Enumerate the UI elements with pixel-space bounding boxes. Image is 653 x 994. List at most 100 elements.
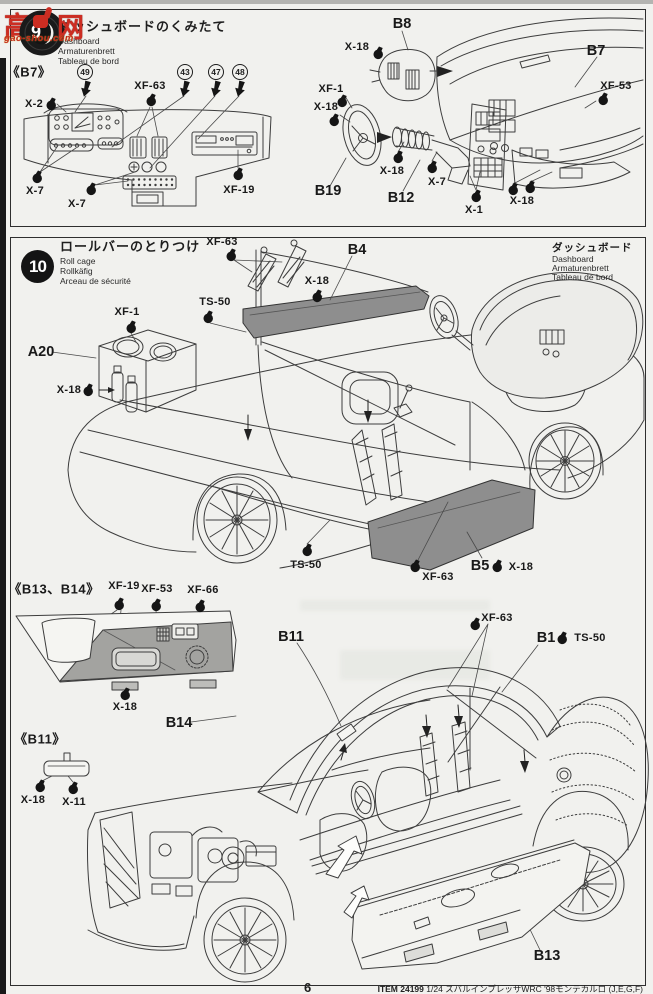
paint-bottle-icon [507,182,520,196]
paint-label-XF-63: XF-63 [134,80,166,92]
paint-bottle-icon [85,182,98,196]
print-bleed-smudge [300,600,490,611]
footer-item-number: ITEM 24199 [377,984,424,994]
watermark-char-right: 网 [57,13,84,43]
step9-header: ダッシュボードのくみたて Dashboard Armaturenbrett Ta… [58,16,227,65]
part-label-B11: B11 [278,629,304,645]
paint-bottle-icon [491,559,504,573]
print-bleed-smudge [340,650,490,680]
b5-door-panel [367,479,536,571]
step9-title-fr: Tableau de bord [58,55,119,66]
leader-lines [39,30,598,192]
paint-label-TS-50: TS-50 [199,296,231,308]
step10-title-fr: Arceau de sécurité [60,275,131,286]
paint-label-TS-50: TS-50 [290,559,322,571]
scan-edge-top [0,0,653,4]
footer-item-text: ITEM 24199 1/24 スバルインプレッサWRC '98モンテカルロ (… [378,983,643,994]
paint-bottle-icon [150,598,163,612]
paint-label-XF-63: XF-63 [206,236,238,248]
steering-wheel-install-illustration [429,295,474,351]
paint-label-X-7: X-7 [25,185,45,197]
b7-dashboard-3d-illustration [436,17,644,169]
part-label-B8: B8 [392,16,412,32]
step10-panel-border [10,237,646,986]
body-shell-illustration [86,667,649,951]
decal-number-47: 47 [208,64,224,80]
part-label-B5: B5 [470,558,490,574]
paint-bottle-icon [31,170,44,184]
paint-bottle-icon [301,543,314,557]
decal-arrow-icon [79,80,94,98]
watermark-tire-icon [19,5,65,68]
paint-label-XF-1: XF-1 [114,306,140,318]
step10-header: ロールバーのとりつけ Roll cage Rollkäfig Arceau de… [60,236,200,285]
a20-part-illustration [98,329,197,413]
paint-bottle-icon [232,167,245,181]
part-label-B19: B19 [314,183,342,199]
dashboard-note-ja: ダッシュボード [552,242,633,254]
part-label-B4: B4 [347,242,367,258]
paint-bottle-icon [34,779,47,793]
step10-title-de: Rollkäfig [60,265,93,276]
dashboard-install-illustration [470,271,644,399]
paint-bottle-icon [328,113,341,127]
paint-bottle-icon [409,559,422,573]
decal-number-49: 49 [77,64,93,80]
paint-label-X-18: X-18 [112,701,138,713]
paint-label-X-2: X-2 [24,98,44,110]
wheel-rear-right-illustration [528,422,602,500]
paint-label-X-18: X-18 [304,275,330,287]
paint-bottle-icon [225,248,238,262]
step10-number-badge: 10 [21,250,54,283]
paint-bottle-icon [336,94,349,108]
paint-label-X-18: X-18 [344,41,370,53]
step10-title-en: Roll cage [60,255,96,266]
part-label-B12: B12 [387,190,415,206]
paint-bottle-icon [119,687,132,701]
paint-label-X-18: X-18 [56,384,82,396]
dashboard-note: ダッシュボード Dashboard Armaturenbrett Tableau… [552,240,633,282]
paint-bottle-icon [524,180,537,194]
inset-header-《B13、B14》: 《B13、B14》 [8,581,100,597]
step10-title-ja: ロールバーのとりつけ [60,239,201,254]
decal-number-43: 43 [177,64,193,80]
part-label-B7: B7 [586,43,606,59]
paint-bottle-icon [145,93,158,107]
paint-label-X-18: X-18 [509,195,535,207]
paint-label-TS-50: TS-50 [574,632,606,644]
paint-label-XF-63: XF-63 [481,612,513,624]
paint-label-X-18: X-18 [313,101,339,113]
inset-header-《B7》: 《B7》 [6,64,52,80]
paint-bottle-icon [311,289,324,303]
step9-panel-border [10,9,646,227]
mirror-inset-illustration [43,752,90,777]
paint-bottle-icon [470,189,483,203]
paint-bottle-icon [392,150,405,164]
paint-bottle-icon [45,97,58,111]
paint-label-X-18: X-18 [379,165,405,177]
paint-bottle-icon [372,46,385,60]
door-panel-inset-illustration [15,610,237,691]
dashboard-note-en: Dashboard [552,254,594,264]
footer-item-title: 1/24 スバルインプレッサWRC '98モンテカルロ (J,E,G,F) [426,984,643,994]
step9-title-ja: ダッシュボードのくみたて [58,19,227,34]
watermark: 高 网 gao-shou.com [2,3,92,65]
paint-label-XF-19: XF-19 [108,580,140,592]
paint-bottle-icon [125,320,138,334]
paint-label-XF-66: XF-66 [187,584,219,596]
paint-label-XF-1: XF-1 [318,83,344,95]
part-label-B1: B1 [536,630,556,646]
paint-bottle-icon [556,631,569,645]
b13-side-panel-illustration [325,835,591,970]
step9-title-en: Dashboard [58,35,100,46]
extinguisher-bottles-illustration [98,365,138,413]
paint-bottle-icon [82,383,95,397]
dashboard-note-de: Armaturenbrett [552,263,609,273]
page-number: 6 [304,980,312,994]
paint-label-XF-53: XF-53 [600,80,632,92]
dashboard-front-view-illustration [23,103,272,207]
part-label-A20: A20 [27,344,55,360]
decal-arrow-icon [233,80,248,98]
b4-door-bar-panel [242,285,430,339]
